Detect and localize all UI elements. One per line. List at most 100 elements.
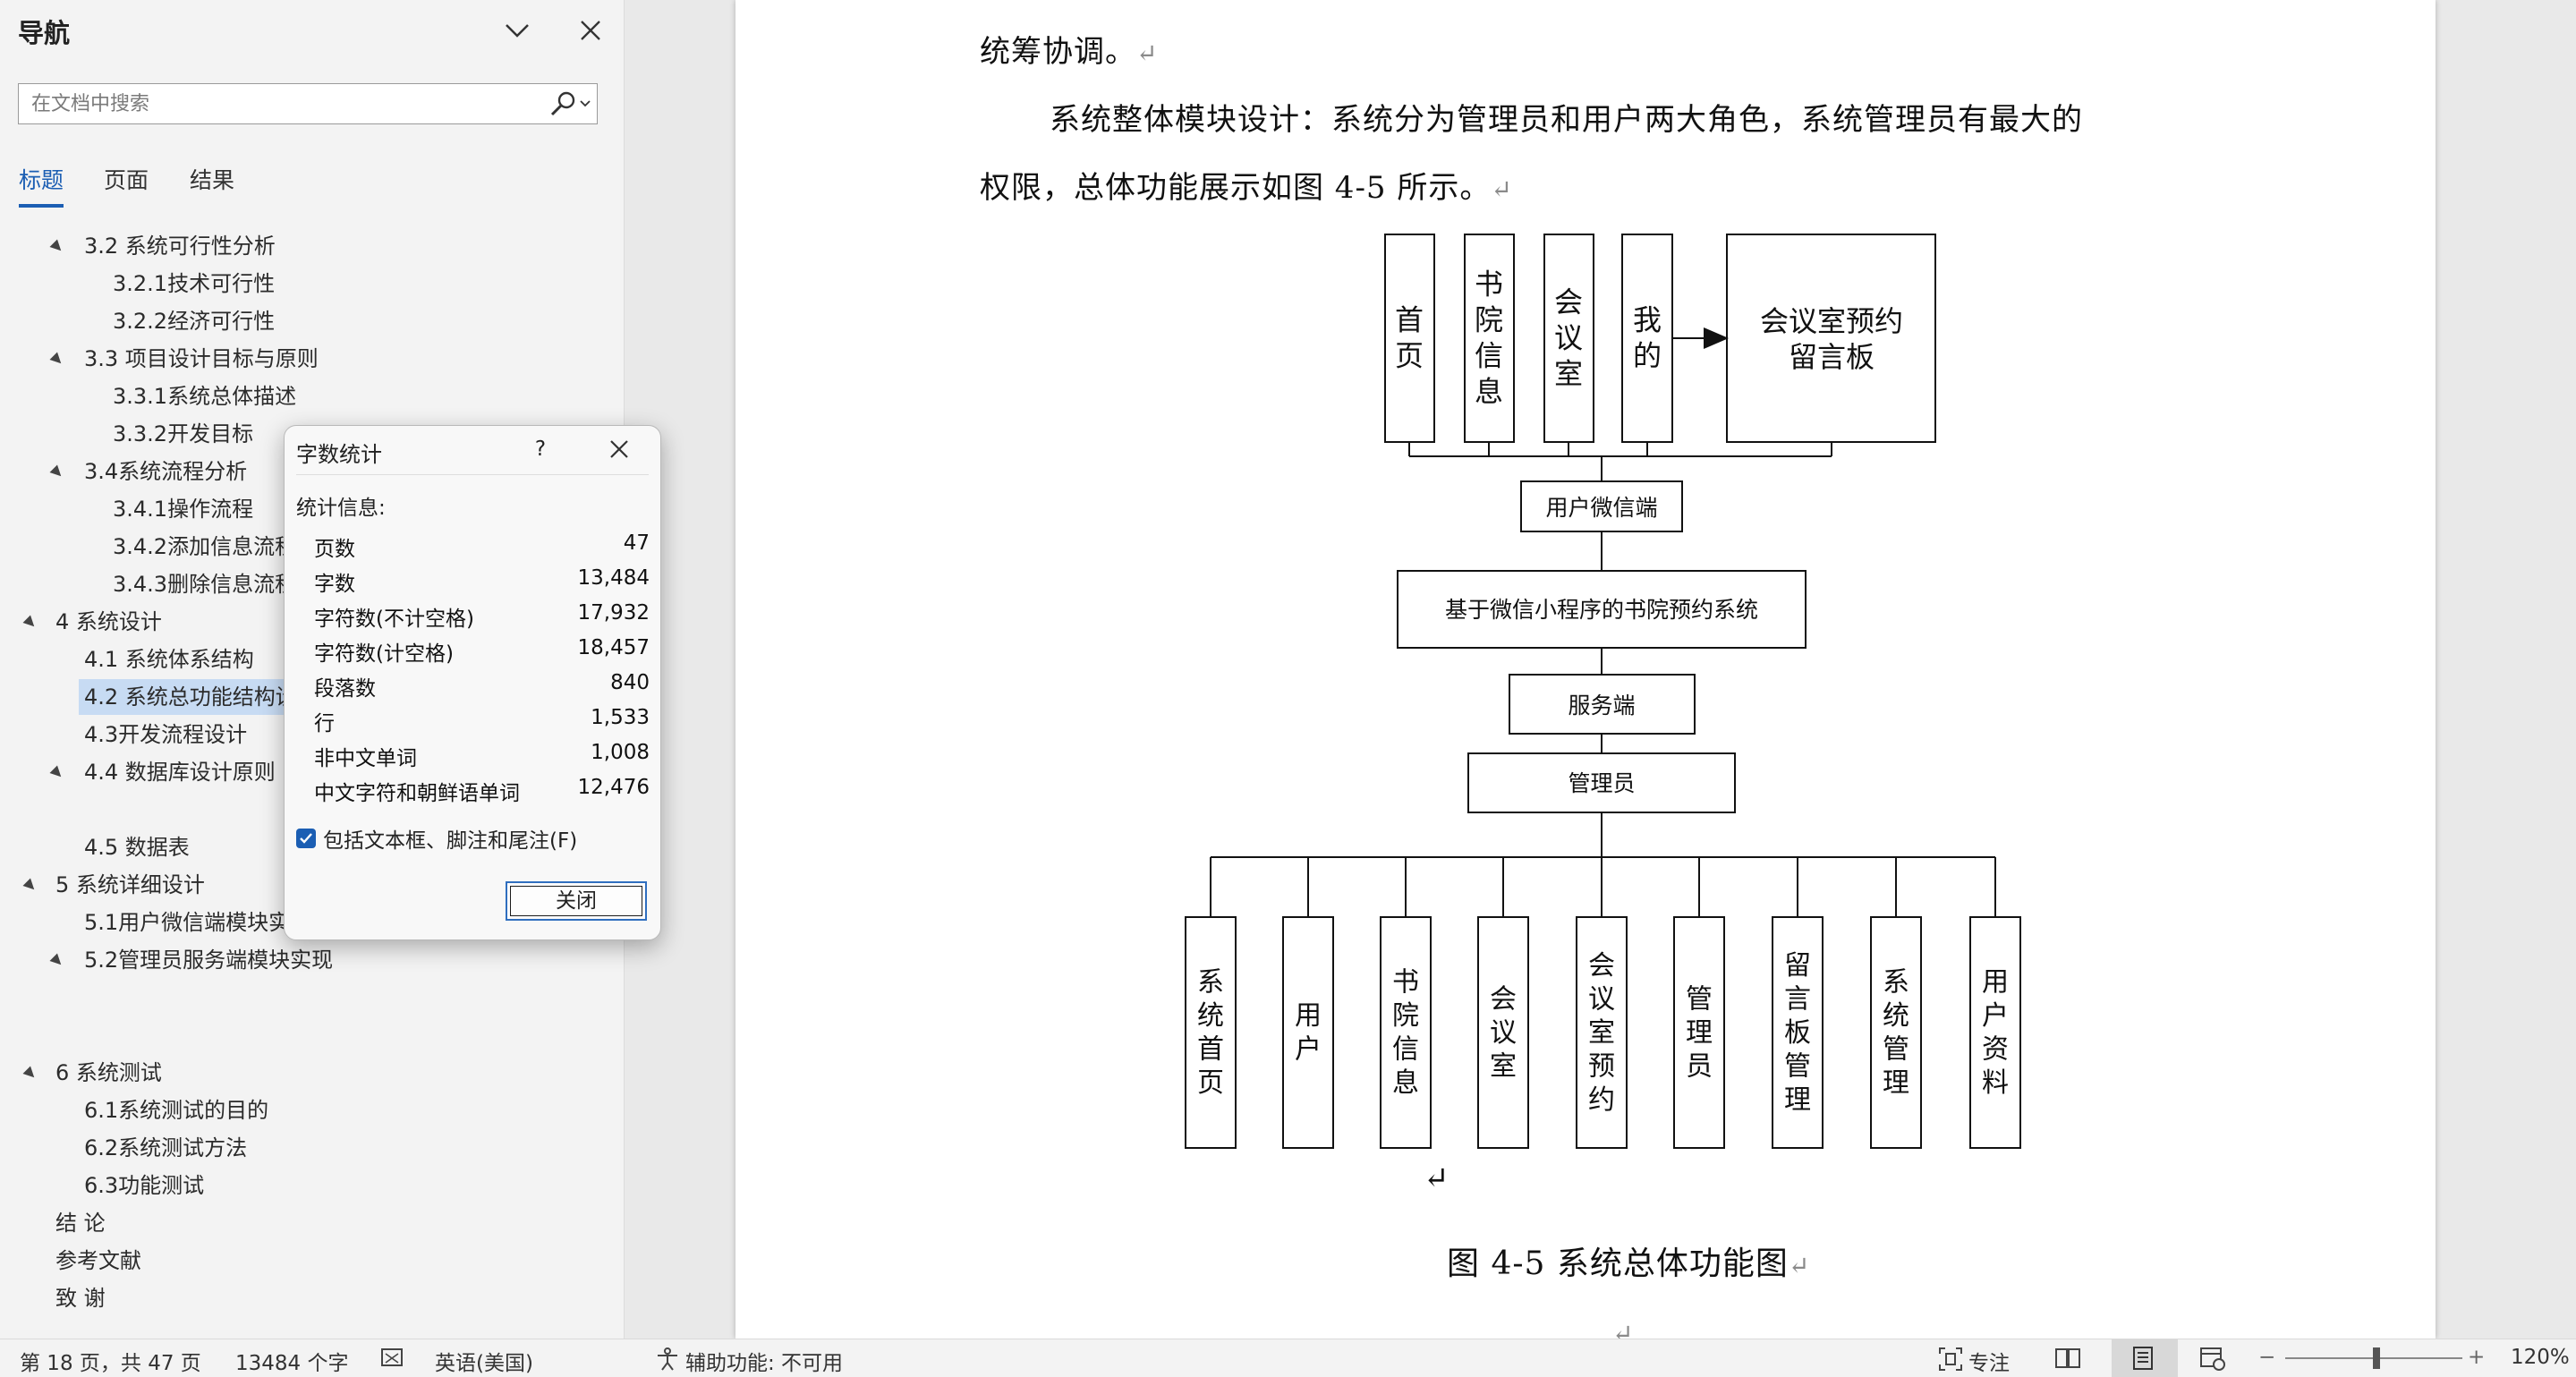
heading-item[interactable]: 3.3.1系统总体描述 (113, 384, 297, 409)
heading-item[interactable]: 3.4.3删除信息流程 (113, 572, 297, 597)
diagram-label-bottom: 管 (1686, 983, 1713, 1015)
nav-options-chevron-icon[interactable] (499, 13, 535, 48)
collapse-triangle-icon[interactable] (49, 765, 65, 781)
language-indicator[interactable]: 英语(美国) (435, 1352, 533, 1375)
figure-caption: 图 4-5 系统总体功能图↵ (1447, 1245, 1811, 1282)
diagram-label-top: 息 (1475, 374, 1503, 408)
system-function-diagram: 首页书院信息会议室我的会议室预约留言板用户微信端基于微信小程序的书院预约系统服务… (1185, 234, 2021, 1149)
diagram-box-user (1282, 916, 1334, 1149)
diagram-label-bottom: 理 (1784, 1084, 1811, 1116)
heading-item[interactable]: 5.1用户微信端模块实 (84, 910, 291, 935)
heading-item[interactable]: 4.3开发流程设计 (84, 722, 248, 747)
diagram-box-wechat-client (1520, 480, 1683, 532)
heading-item[interactable]: 3.4.1操作流程 (113, 497, 254, 522)
collapse-triangle-icon[interactable] (22, 878, 38, 894)
collapse-triangle-icon[interactable] (49, 464, 65, 480)
stat-row-chars-with-spaces: 字符数(计空格)18,457 (314, 636, 650, 666)
diagram-label-top: 书 (1475, 267, 1503, 301)
diagram-label-system: 基于微信小程序的书院预约系统 (1445, 597, 1758, 623)
heading-item[interactable]: 参考文献 (55, 1248, 141, 1273)
zoom-level[interactable]: 120% (2511, 1346, 2570, 1369)
zoom-in-button[interactable]: + (2468, 1346, 2486, 1369)
heading-item[interactable]: 6.2系统测试方法 (84, 1135, 248, 1160)
search-icon[interactable] (543, 88, 593, 120)
focus-mode-icon[interactable] (1938, 1347, 1963, 1377)
read-mode-icon[interactable] (2054, 1347, 2081, 1375)
diagram-label-top: 会 (1554, 285, 1583, 319)
status-bar: 第 18 页，共 47 页 13484 个字 英语(美国) 辅助功能: 不可用 … (0, 1339, 2576, 1377)
collapse-triangle-icon[interactable] (49, 239, 65, 255)
print-layout-icon[interactable] (2130, 1347, 2155, 1375)
heading-item[interactable]: 4.5 数据表 (84, 835, 190, 860)
heading-item[interactable]: 3.3.2开发目标 (113, 421, 254, 446)
checkbox-checked-icon (296, 829, 316, 848)
heading-item[interactable]: 3.2.1技术可行性 (113, 271, 276, 296)
document-page[interactable]: 统筹协调。↵ 系统整体模块设计：系统分为管理员和用户两大角色，系统管理员有最大的… (735, 0, 2436, 1348)
collapse-triangle-icon[interactable] (22, 1066, 38, 1082)
diagram-label-bottom: 言 (1784, 983, 1811, 1015)
diagram-label-bottom: 理 (1883, 1067, 1909, 1099)
body-text-line: 系统整体模块设计：系统分为管理员和用户两大角色，系统管理员有最大的 (1050, 102, 2083, 138)
collapse-triangle-icon[interactable] (49, 953, 65, 969)
nav-close-icon[interactable] (573, 13, 608, 48)
diagram-box-home (1384, 234, 1435, 443)
heading-item[interactable]: 3.2.2经济可行性 (113, 309, 276, 334)
heading-item[interactable]: 3.4系统流程分析 (84, 459, 248, 484)
diagram-box-booking-board (1726, 234, 1936, 443)
focus-mode-label[interactable]: 专注 (1968, 1352, 2010, 1375)
nav-search-input[interactable] (19, 84, 550, 123)
heading-item[interactable]: 6.1系统测试的目的 (84, 1098, 269, 1123)
diagram-label-bottom: 院 (1392, 1000, 1419, 1032)
zoom-out-button[interactable]: − (2258, 1346, 2276, 1369)
proofing-icon[interactable] (380, 1347, 407, 1375)
diagram-label-admin: 管理员 (1568, 770, 1635, 796)
heading-item-selected[interactable]: 4.2 系统总功能结构设 (79, 679, 297, 715)
tab-results[interactable]: 结果 (190, 167, 235, 193)
heading-item[interactable]: 4 系统设计 (55, 609, 162, 634)
word-count-indicator[interactable]: 13484 个字 (235, 1352, 349, 1375)
diagram-label-top: 的 (1633, 338, 1662, 372)
diagram-box-meeting-room (1477, 916, 1529, 1149)
dialog-close-icon[interactable] (601, 433, 637, 465)
heading-item[interactable]: 6.3功能测试 (84, 1173, 205, 1198)
heading-item[interactable]: 3.4.2添加信息流程 (113, 534, 297, 559)
heading-item[interactable]: 4.4 数据库设计原则 (84, 760, 276, 785)
tab-headings[interactable]: 标题 (19, 167, 64, 193)
diagram-box-board-management (1772, 916, 1824, 1149)
diagram-label-bottom: 统 (1197, 1000, 1224, 1032)
diagram-box-meeting-booking (1576, 916, 1628, 1149)
diagram-label-bottom: 会 (1490, 983, 1517, 1015)
diagram-label-bottom: 约 (1588, 1084, 1615, 1116)
heading-item[interactable]: 5.2管理员服务端模块实现 (84, 948, 334, 973)
heading-item[interactable]: 致 谢 (55, 1286, 106, 1311)
diagram-label-top: 页 (1395, 338, 1424, 372)
dialog-title: 字数统计 (296, 442, 382, 467)
heading-item[interactable]: 结 论 (55, 1211, 106, 1236)
diagram-label-bottom: 管 (1784, 1050, 1811, 1082)
heading-item[interactable]: 4.1 系统体系结构 (84, 647, 254, 672)
collapse-triangle-icon[interactable] (22, 615, 38, 631)
web-layout-icon[interactable] (2199, 1347, 2226, 1377)
accessibility-indicator[interactable]: 辅助功能: 不可用 (685, 1352, 844, 1375)
stats-subtitle: 统计信息: (296, 497, 386, 520)
heading-item[interactable]: 3.2 系统可行性分析 (84, 234, 276, 259)
tab-pages[interactable]: 页面 (104, 167, 149, 193)
include-textboxes-checkbox[interactable]: 包括文本框、脚注和尾注(F) (296, 825, 577, 853)
help-button[interactable]: ? (534, 438, 547, 461)
close-button[interactable]: 关闭 (506, 881, 647, 921)
collapse-triangle-icon[interactable] (49, 352, 65, 368)
diagram-label-server: 服务端 (1568, 693, 1635, 718)
zoom-slider-thumb[interactable] (2373, 1347, 2380, 1369)
nav-title: 导航 (18, 18, 71, 48)
diagram-label-bottom: 室 (1490, 1050, 1517, 1082)
accessibility-icon[interactable] (654, 1347, 681, 1377)
heading-item[interactable]: 6 系统测试 (55, 1060, 162, 1085)
diagram-label-client: 用户微信端 (1545, 495, 1657, 521)
page-indicator[interactable]: 第 18 页，共 47 页 (20, 1352, 201, 1375)
diagram-box-user-profile (1969, 916, 2021, 1149)
heading-item[interactable]: 3.3 项目设计目标与原则 (84, 346, 319, 371)
heading-item[interactable]: 5 系统详细设计 (55, 872, 205, 897)
diagram-label-bottom: 资 (1982, 1034, 2009, 1066)
